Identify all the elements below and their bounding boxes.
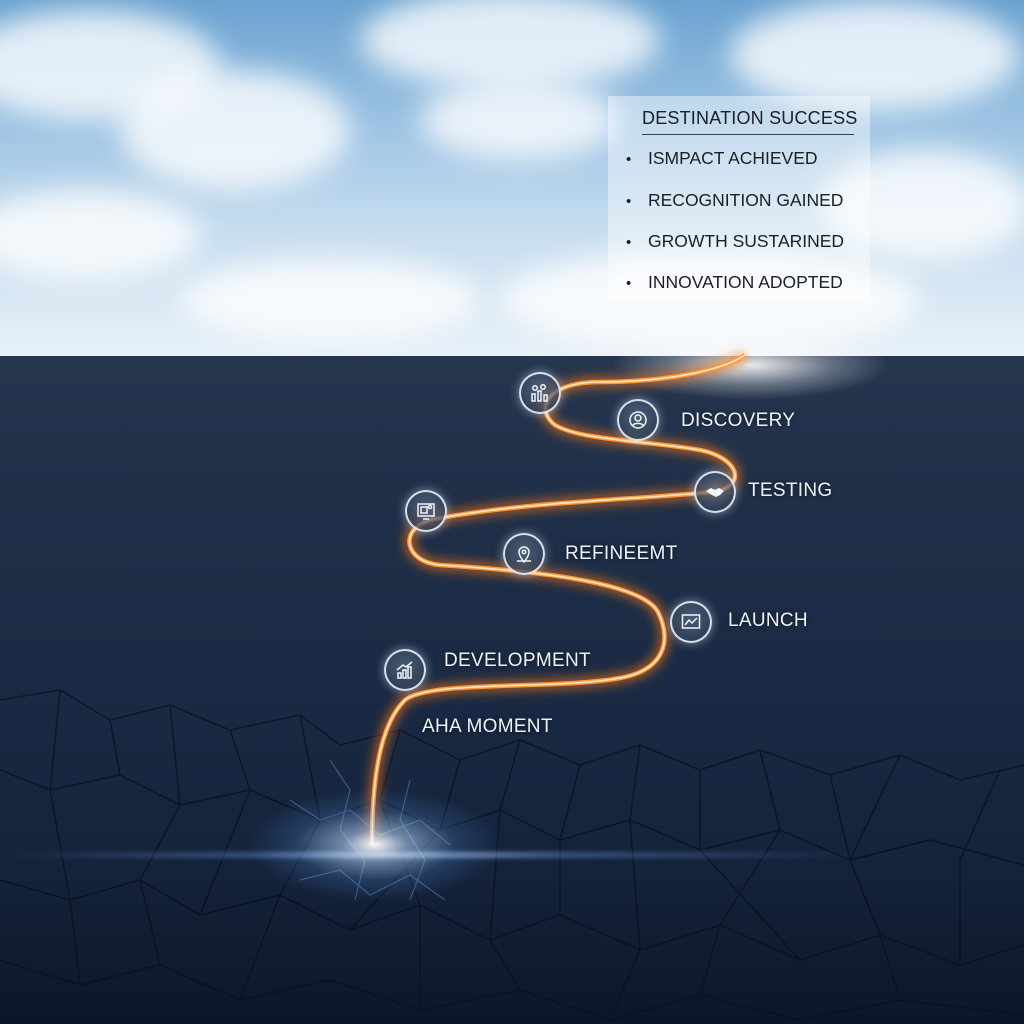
- bullet-icon: •: [626, 234, 632, 251]
- horizon-glow: [610, 330, 890, 400]
- success-item: •GROWTH SUSTARINED: [626, 231, 845, 251]
- stage-label-refinement: REFINEEMT: [565, 543, 678, 564]
- cloud: [820, 150, 1024, 260]
- cloud: [120, 70, 350, 190]
- horizon-light-streak: [0, 852, 1024, 858]
- success-panel: [608, 96, 870, 302]
- people-chart-icon: [519, 372, 561, 414]
- cloud: [0, 190, 200, 280]
- location-pin-icon: [503, 533, 545, 575]
- bar-growth-icon: [384, 649, 426, 691]
- handshake-icon: [694, 471, 736, 513]
- bullet-icon: •: [626, 151, 632, 168]
- bullet-icon: •: [626, 275, 632, 292]
- person-search-icon: [617, 399, 659, 441]
- bullet-icon: •: [626, 193, 632, 210]
- success-title: DESTINATION SUCCESS: [642, 108, 857, 135]
- stage-label-launch: LAUNCH: [728, 610, 808, 631]
- cloud: [360, 0, 660, 90]
- monitor-icon: [405, 490, 447, 532]
- stage-label-discovery: DISCOVERY: [681, 410, 796, 431]
- cloud: [730, 0, 1020, 110]
- success-item: •RECOGNITION GAINED: [626, 190, 844, 210]
- cloud: [420, 80, 620, 160]
- cloud: [180, 260, 480, 340]
- origin-spark: [250, 790, 500, 900]
- stage-label-aha-moment: AHA MOMENT: [422, 716, 553, 737]
- success-item: •INNOVATION ADOPTED: [626, 272, 843, 292]
- line-chart-icon: [670, 601, 712, 643]
- success-item: •ISMPACT ACHIEVED: [626, 148, 818, 168]
- stage-label-testing: TESTING: [748, 480, 833, 501]
- stage-label-development: DEVELOPMENT: [444, 650, 591, 671]
